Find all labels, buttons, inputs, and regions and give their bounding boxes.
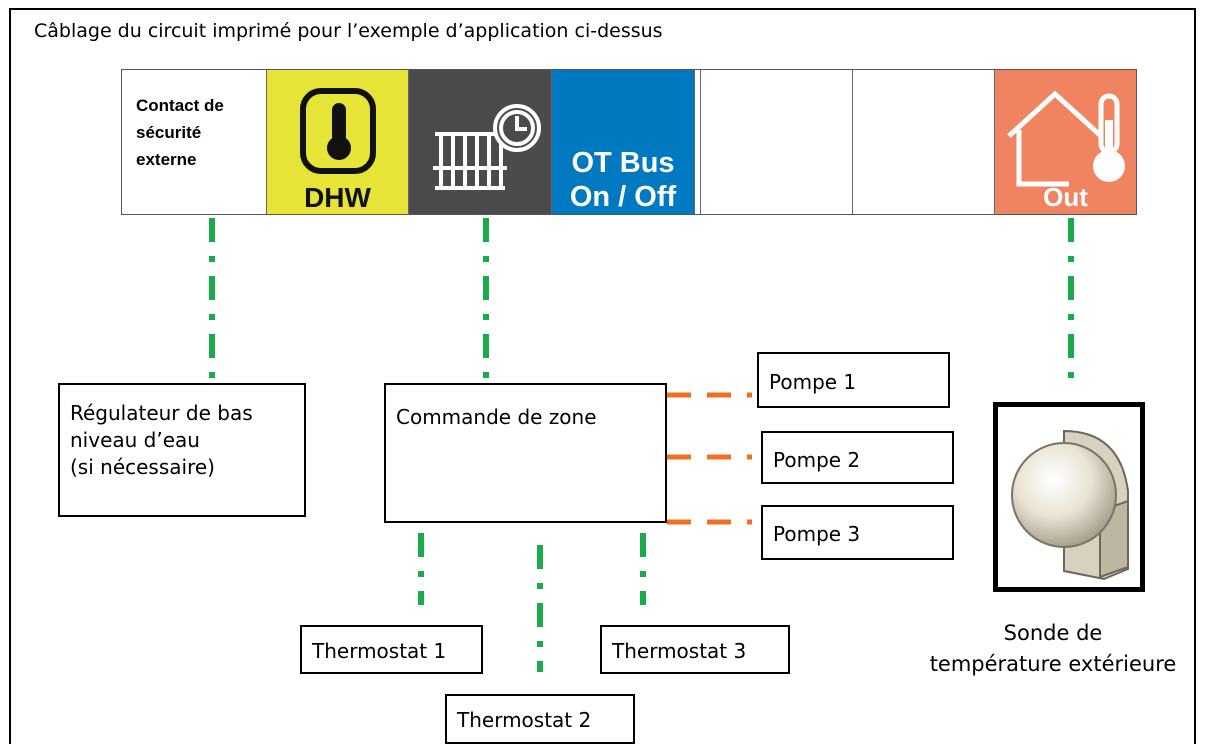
empty-terminal-1 [701,70,853,214]
water-level-regulator-label: Régulateur de bas niveau d’eau (si néces… [70,401,253,479]
thermometer-icon [300,88,376,174]
terminal-strip: Contact de sécurité externe DHW OT Bus O… [121,69,1137,215]
pump1-label: Pompe 1 [769,370,857,394]
radiator-clock-icon [433,104,541,190]
ot-bus-label-line2: On / Off [569,181,677,213]
safety-contact-label: Contact de sécurité externe [136,96,224,169]
thermostat2-box: Thermostat 2 [445,694,635,744]
pump3-box: Pompe 3 [761,505,954,560]
diagram-frame [9,8,1196,744]
outdoor-cell: Out [995,70,1136,214]
dhw-label: DHW [304,182,371,213]
zone-control-label: Commande de zone [396,405,597,429]
zone-control-box: Commande de zone [384,383,667,523]
thermostat3-box: Thermostat 3 [600,625,790,674]
thermostat2-label: Thermostat 2 [457,708,592,732]
out-label: Out [1043,182,1088,212]
pump2-box: Pompe 2 [761,431,954,484]
outdoor-sensor-caption: Sonde de température extérieure [929,621,1177,676]
thermostat3-label: Thermostat 3 [612,639,747,663]
pump1-box: Pompe 1 [757,352,950,408]
dhw-cell: DHW [267,70,409,214]
house-thermometer-icon [1007,90,1125,187]
safety-contact-cell: Contact de sécurité externe [122,70,267,214]
empty-terminal-2 [853,70,995,214]
water-level-regulator-box: Régulateur de bas niveau d’eau (si néces… [58,383,306,517]
outdoor-sensor-frame [993,402,1145,592]
ot-bus-label-line1: OT Bus [571,147,675,179]
heating-cell [409,70,552,214]
pump3-label: Pompe 3 [773,522,861,546]
outdoor-sensor-icon [1011,429,1129,581]
thermostat1-box: Thermostat 1 [300,625,483,674]
pump2-label: Pompe 2 [773,448,861,472]
thermostat1-label: Thermostat 1 [312,639,447,663]
ot-bus-cell: OT Bus On / Off [552,70,695,214]
spacer-cell [695,70,701,214]
diagram-title: Câblage du circuit imprimé pour l’exempl… [34,20,663,42]
